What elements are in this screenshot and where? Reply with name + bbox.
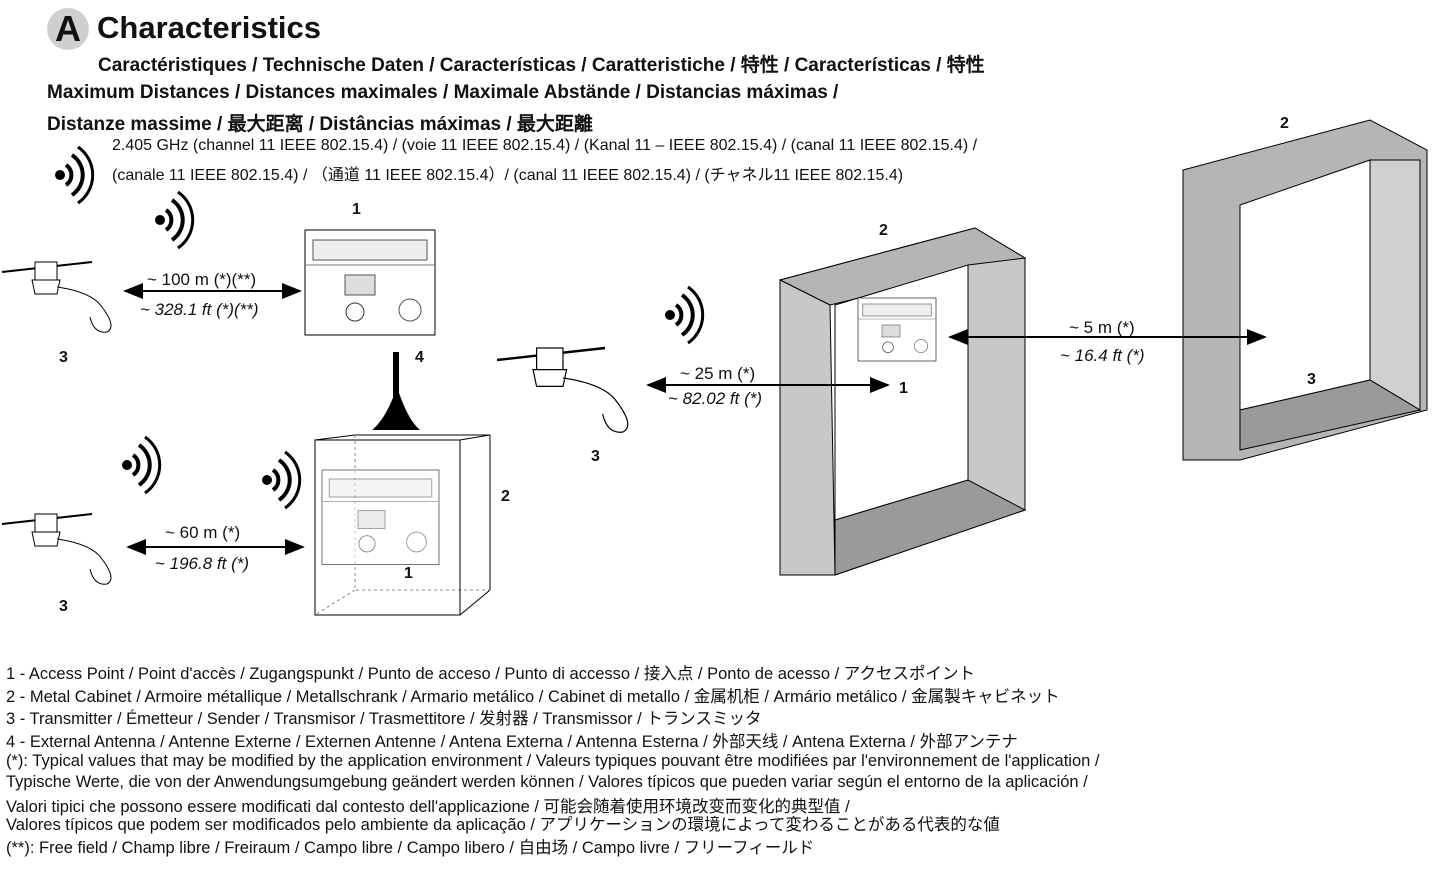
distance-metric: ~ 5 m (*) [1069, 318, 1135, 337]
transmitter-icon [1, 261, 112, 334]
distance-imperial: ~ 16.4 ft (*) [1060, 346, 1145, 365]
distance-imperial: ~ 328.1 ft (*)(**) [140, 300, 259, 319]
label-metal-cabinet: 2 [501, 488, 510, 505]
wireless-icon [53, 145, 95, 205]
footnote: Valori tipici che possono essere modific… [6, 798, 850, 816]
frequency-text-cont: (canale 11 IEEE 802.15.4) / （通道 11 IEEE … [112, 167, 904, 184]
distance-imperial: ~ 82.02 ft (*) [668, 389, 763, 408]
label-transmitter: 3 [591, 448, 600, 465]
max-distances-heading-cont: Distanze massime / 最大距离 / Distâncias máx… [47, 114, 593, 135]
label-antenna: 4 [415, 349, 424, 366]
footnote: Typische Werte, die von der Anwendungsum… [6, 773, 1088, 791]
label-metal-cabinet: 2 [1280, 115, 1289, 132]
distance-metric: ~ 100 m (*)(**) [147, 270, 257, 289]
page-subtitle: Caractéristiques / Technische Daten / Ca… [98, 55, 985, 76]
footnote: (*): Typical values that may be modified… [6, 752, 1100, 770]
label-metal-cabinet: 2 [879, 222, 888, 239]
legend-item: 4 - External Antenna / Antenne Externe /… [6, 733, 1018, 751]
legend-item: 3 - Transmitter / Émetteur / Sender / Tr… [6, 710, 762, 728]
transmitter-icon [1, 513, 112, 586]
label-transmitter: 3 [59, 349, 68, 366]
cabinet-with-antenna [314, 434, 491, 616]
label-access-point: 1 [404, 565, 413, 582]
wireless-icon [120, 435, 162, 495]
wireless-icon [260, 450, 302, 510]
footnote: Valores típicos que podem ser modificado… [6, 816, 1000, 834]
label-access-point: 1 [352, 201, 361, 218]
access-point-device [304, 229, 436, 336]
external-antenna-icon [372, 352, 420, 430]
wireless-icon [153, 190, 195, 250]
max-distances-heading: Maximum Distances / Distances maximales … [47, 82, 839, 103]
label-transmitter: 3 [59, 598, 68, 615]
legend-item: 2 - Metal Cabinet / Armoire métallique /… [6, 688, 1060, 706]
metal-cabinet [778, 227, 1027, 576]
section-badge: A [47, 8, 89, 50]
metal-cabinet [1182, 119, 1428, 461]
distance-arrows [123, 283, 1267, 555]
wireless-icon [663, 285, 705, 345]
label-access-point: 1 [899, 380, 908, 397]
frequency-text: 2.405 GHz (channel 11 IEEE 802.15.4) / (… [112, 137, 978, 154]
distance-imperial: ~ 196.8 ft (*) [155, 554, 250, 573]
footnote: (**): Free field / Champ libre / Freirau… [6, 839, 815, 857]
distance-metric: ~ 25 m (*) [680, 364, 756, 383]
legend-item: 1 - Access Point / Point d'accès / Zugan… [6, 665, 975, 683]
page-title: Characteristics [97, 10, 322, 45]
label-transmitter: 3 [1307, 371, 1316, 388]
distance-metric: ~ 60 m (*) [165, 523, 241, 542]
transmitter-icon [495, 346, 629, 434]
